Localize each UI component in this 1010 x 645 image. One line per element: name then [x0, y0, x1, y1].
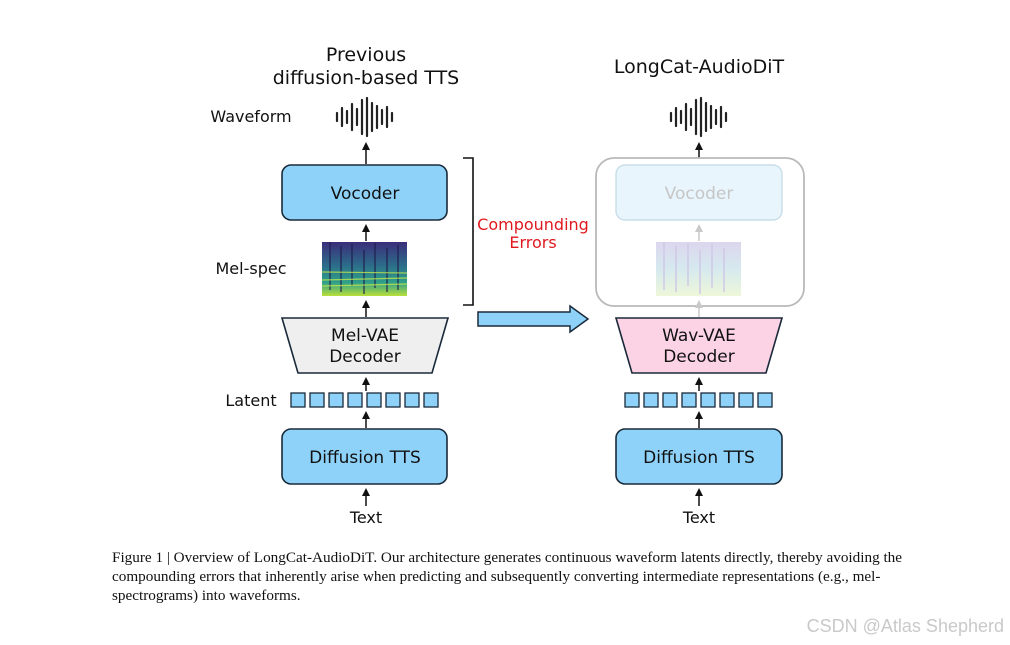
latent-tokens-right: [624, 392, 773, 408]
wav-vae-decoder-box: [614, 317, 784, 374]
vocoder-box: [281, 164, 448, 221]
left-title-line1: Previous: [326, 44, 406, 66]
wav-vae-decoder-line1: Wav-VAE: [662, 326, 736, 346]
latent-tokens: [290, 392, 439, 408]
mel-vae-decoder-line1: Mel-VAE: [331, 326, 399, 346]
mel-vae-decoder-box: [280, 317, 450, 374]
wav-vae-decoder-line2: Decoder: [663, 347, 735, 367]
mel-spectrogram-image: [321, 242, 408, 296]
text-input-label: Text: [349, 508, 382, 527]
compounding-errors-bracket: [463, 157, 474, 306]
compounding-errors-line1: Compounding: [477, 215, 589, 234]
diffusion-tts-box-right: [615, 428, 783, 485]
figure-caption: Figure 1 | Overview of LongCat-AudioDiT.…: [112, 549, 903, 604]
vocoder-box-faded: [615, 164, 783, 221]
diffusion-tts-label-right: Diffusion TTS: [643, 448, 755, 468]
diffusion-tts-box: [281, 428, 448, 485]
right-title: LongCat-AudioDiT: [614, 56, 785, 78]
watermark: CSDN @Atlas Shepherd: [806, 616, 1004, 636]
melspec-label: Mel-spec: [216, 259, 287, 278]
compounding-errors-line2: Errors: [509, 233, 556, 252]
waveform-icon-right: [669, 96, 728, 138]
vocoder-label: Vocoder: [331, 184, 400, 204]
diffusion-tts-label: Diffusion TTS: [309, 448, 421, 468]
waveform-icon: [335, 96, 394, 138]
left-title-line2: diffusion-based TTS: [273, 67, 460, 89]
text-input-label-right: Text: [682, 508, 715, 527]
vocoder-label-faded: Vocoder: [665, 184, 734, 204]
mel-vae-decoder-line2: Decoder: [329, 347, 401, 367]
waveform-label: Waveform: [210, 107, 291, 126]
mel-spectrogram-image-faded: [656, 242, 741, 296]
transition-arrow: [477, 304, 590, 334]
latent-label: Latent: [225, 391, 276, 410]
